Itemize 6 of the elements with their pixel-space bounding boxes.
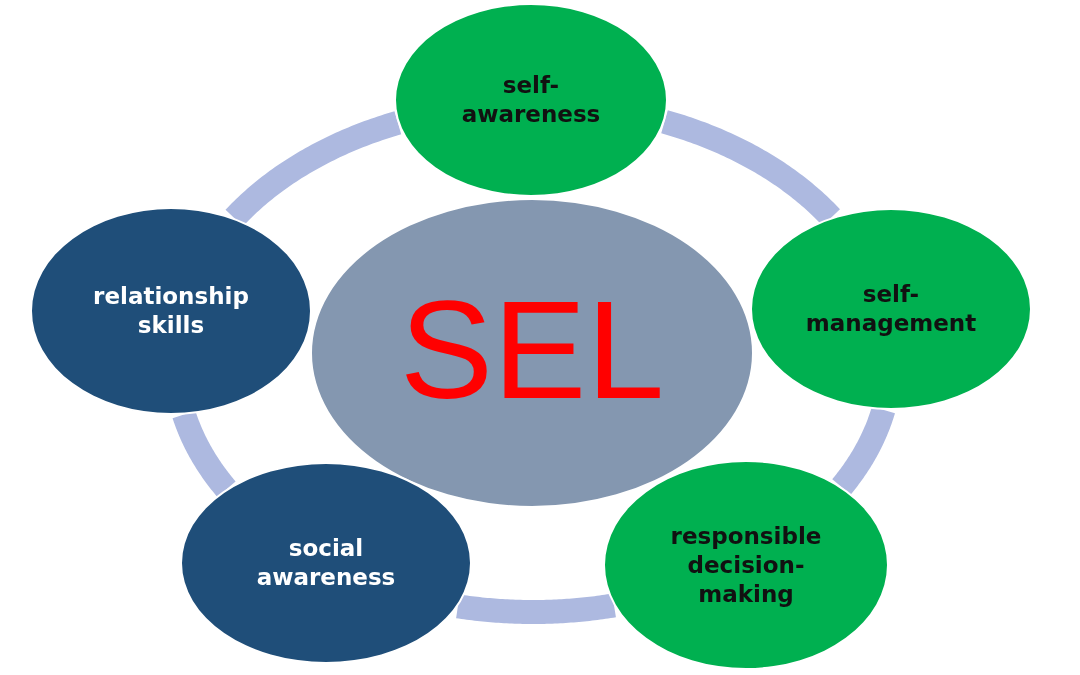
node-label: relationship skills: [92, 282, 250, 340]
node-label: self-awareness: [460, 71, 602, 129]
node-label: self-management: [804, 280, 978, 338]
node-label: social awareness: [255, 534, 397, 592]
center-label: SEL: [399, 280, 665, 426]
node-label: responsible decision-making: [669, 521, 823, 609]
